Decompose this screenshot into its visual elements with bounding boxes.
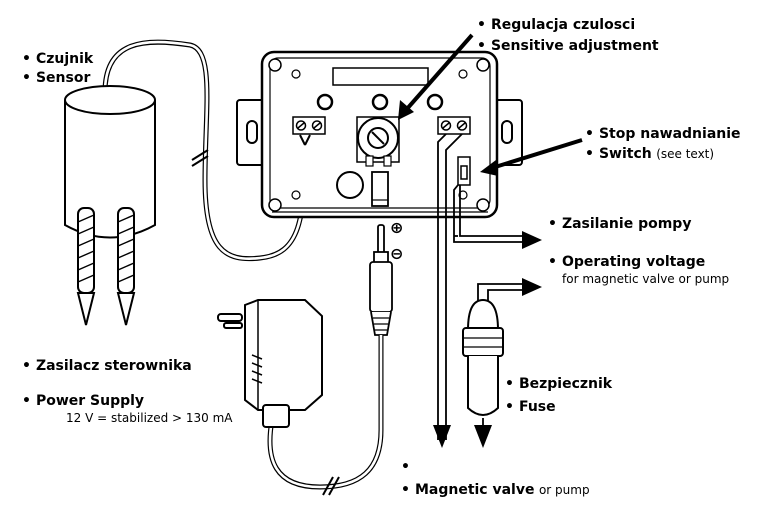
minus-symbol: ⊖ — [390, 244, 404, 263]
terminal-block-output — [437, 116, 471, 135]
valve-label-en: Magnetic valve — [414, 482, 535, 498]
pump-supply-arrow — [522, 231, 542, 249]
sensor-label-en: Sensor — [22, 69, 90, 87]
power-jack-plug — [369, 224, 393, 336]
dc-socket — [336, 171, 364, 199]
sensitivity-potentiometer — [356, 116, 400, 167]
operating-voltage-arrow — [522, 278, 542, 296]
switch-label: Switch (see text) — [585, 145, 714, 163]
psu-spec: 12 V = stabilized > 130 mA — [66, 411, 233, 425]
power-supply-adapter — [217, 299, 323, 428]
stray-bullet: • — [401, 459, 410, 475]
adjust-label-en: Sensitive adjustment — [477, 37, 659, 55]
terminal-block-sensor — [292, 116, 326, 135]
fuse-label-pl: Bezpiecznik — [505, 375, 612, 393]
pump-label-pl: Zasilanie pompy — [548, 215, 692, 233]
switch-label-en: Switch — [598, 146, 652, 162]
fuse-label-en: Fuse — [505, 398, 556, 416]
plus-symbol: ⊕ — [390, 218, 404, 237]
psu-label-pl: Zasilacz sterownika — [22, 357, 192, 375]
voltage-note: for magnetic valve or pump — [562, 272, 730, 286]
voltage-label-en: Operating voltage — [548, 253, 705, 271]
fuse-holder — [462, 298, 504, 416]
psu-label-en: Power Supply — [22, 392, 144, 410]
sensor-probe — [64, 85, 156, 326]
valve-label: Magnetic valve or pump — [401, 481, 590, 499]
sensor-label-pl: Czujnik — [22, 50, 93, 68]
valve-output-arrow — [433, 425, 451, 448]
adjust-label-pl: Regulacja czulosci — [477, 16, 635, 34]
valve-note: or pump — [538, 483, 590, 497]
stop-label-pl: Stop nawadnianie — [585, 125, 741, 143]
cable-break-mark — [191, 149, 209, 161]
switch-note: (see text) — [656, 147, 715, 161]
stop-switch — [457, 156, 471, 186]
